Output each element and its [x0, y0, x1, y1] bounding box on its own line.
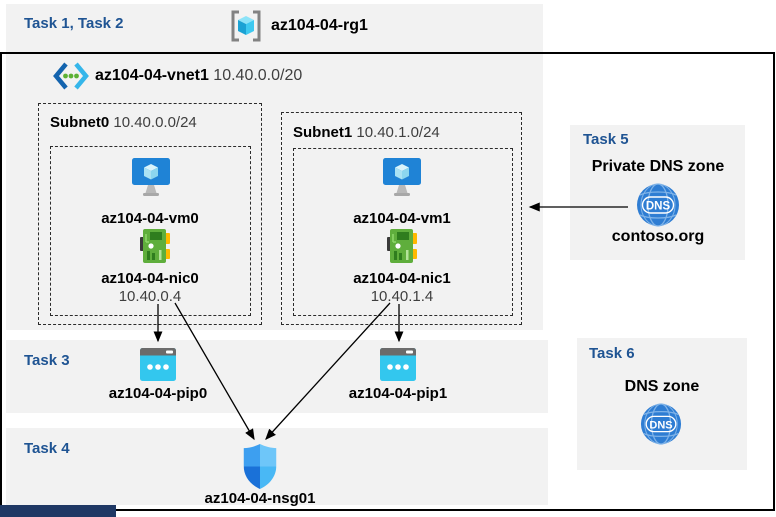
task-4-band [6, 428, 548, 505]
dns-icon-text: DNS [646, 201, 671, 213]
nic0-icon [138, 228, 172, 265]
resource-group-icon [228, 8, 264, 44]
private-dns-zone-name: contoso.org [611, 228, 705, 245]
task-1-2-label: Task 1, Task 2 [24, 15, 124, 32]
pip1-label: az104-04-pip1 [348, 385, 448, 402]
resource-group-name: az104-04-rg1 [271, 17, 368, 34]
vm0-icon [131, 157, 171, 199]
resource-group-outline [0, 52, 775, 511]
nic1-icon [385, 228, 419, 265]
vnet-title: az104-04-vnet1 10.40.0.0/20 [95, 67, 302, 85]
nic1-ip: 10.40.1.4 [370, 288, 434, 305]
vm0-label: az104-04-vm0 [101, 210, 199, 227]
pip1-icon [379, 347, 417, 382]
task-6-label: Task 6 [589, 345, 635, 362]
nic0-ip: 10.40.0.4 [118, 288, 182, 305]
subnet0-title: Subnet0 10.40.0.0/24 [50, 114, 197, 131]
footer-navy-bar [0, 505, 116, 517]
task-3-label: Task 3 [24, 352, 70, 369]
dns-zone-title: DNS zone [624, 378, 700, 395]
subnet0-inner-box [50, 146, 251, 316]
pip0-icon [139, 347, 177, 382]
subnet1-box [281, 112, 522, 325]
dns-zone-icon: DNS [640, 403, 682, 445]
vnet-icon [52, 61, 90, 91]
dns-icon-text: DNS [649, 419, 672, 431]
vnet-cidr: 10.40.0.0/20 [213, 67, 303, 84]
task-4-label: Task 4 [24, 440, 70, 457]
subnet0-name: Subnet0 [50, 114, 110, 131]
subnet1-cidr: 10.40.1.0/24 [356, 124, 440, 141]
subnet0-box [38, 103, 262, 325]
pip0-label: az104-04-pip0 [108, 385, 208, 402]
vnet-name: az104-04-vnet1 [95, 67, 209, 84]
subnet1-inner-box [293, 148, 513, 316]
private-dns-zone-title: Private DNS zone [591, 158, 725, 175]
vm1-icon [382, 157, 422, 199]
subnet1-title: Subnet1 10.40.1.0/24 [293, 124, 440, 141]
task-1-2-vnet-band [6, 4, 543, 330]
subnet0-cidr: 10.40.0.0/24 [113, 114, 197, 131]
nic0-label: az104-04-nic0 [101, 270, 199, 287]
private-dns-icon: DNS [636, 183, 680, 227]
subnet1-name: Subnet1 [293, 124, 353, 141]
nic1-label: az104-04-nic1 [353, 270, 451, 287]
nsg-shield-icon [242, 443, 278, 490]
nsg-label: az104-04-nsg01 [204, 490, 316, 507]
task-5-label: Task 5 [583, 131, 629, 148]
vm1-label: az104-04-vm1 [353, 210, 451, 227]
